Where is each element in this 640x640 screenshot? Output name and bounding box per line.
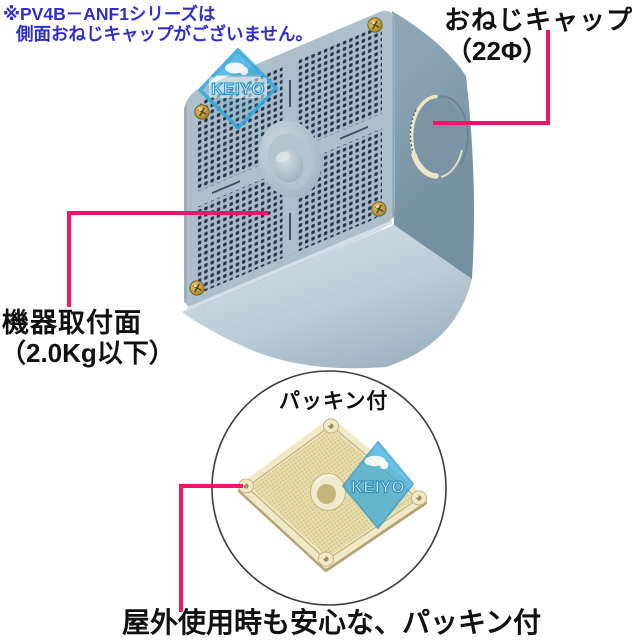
alignment-ticks [212,79,368,241]
box-bottom-face [182,225,472,369]
series-note-line1: ※PV4B－ANF1シリーズは [3,4,216,24]
screw-cap-knockout [409,94,469,179]
leader-mount-horizontal [67,211,268,215]
gasket-plate [237,417,428,572]
leader-packing-horizontal [179,484,243,488]
cap-label-line2: （22Φ） [446,36,549,66]
mount-label-line2: （2.0Kg以下） [0,338,175,368]
keiyo-logo-text: KEIYO [211,81,265,99]
gasket-center-ring [309,472,347,512]
packing-circle-label: パッキン付 [279,390,389,413]
junction-box: KEIYO [182,10,474,369]
leader-cap-horizontal [433,121,550,125]
packing-detail: KEIYO [211,370,447,606]
corner-screw [371,201,387,217]
center-dome [258,120,322,198]
gasket-corner-tabs [238,418,427,567]
series-note-line2: 側面おねじキャップがございません。 [16,24,313,44]
corner-screw [194,104,210,120]
cap-label-line1: おねじキャップ [444,5,634,35]
mount-label-line1: 機器取付面 [2,308,142,338]
bottom-caption: 屋外使用時も安心な、パッキン付 [122,607,542,638]
corner-screw [189,280,205,296]
keiyo-watermark-gasket: KEIYO [342,441,414,529]
corner-screw [367,17,383,33]
leader-packing-vertical [179,484,183,612]
leader-cap-vertical [546,30,550,125]
keiyo-logo-text: KEIYO [351,479,405,497]
leader-mount-vertical [67,211,71,307]
keiyo-watermark-box: KEIYO [198,48,278,130]
